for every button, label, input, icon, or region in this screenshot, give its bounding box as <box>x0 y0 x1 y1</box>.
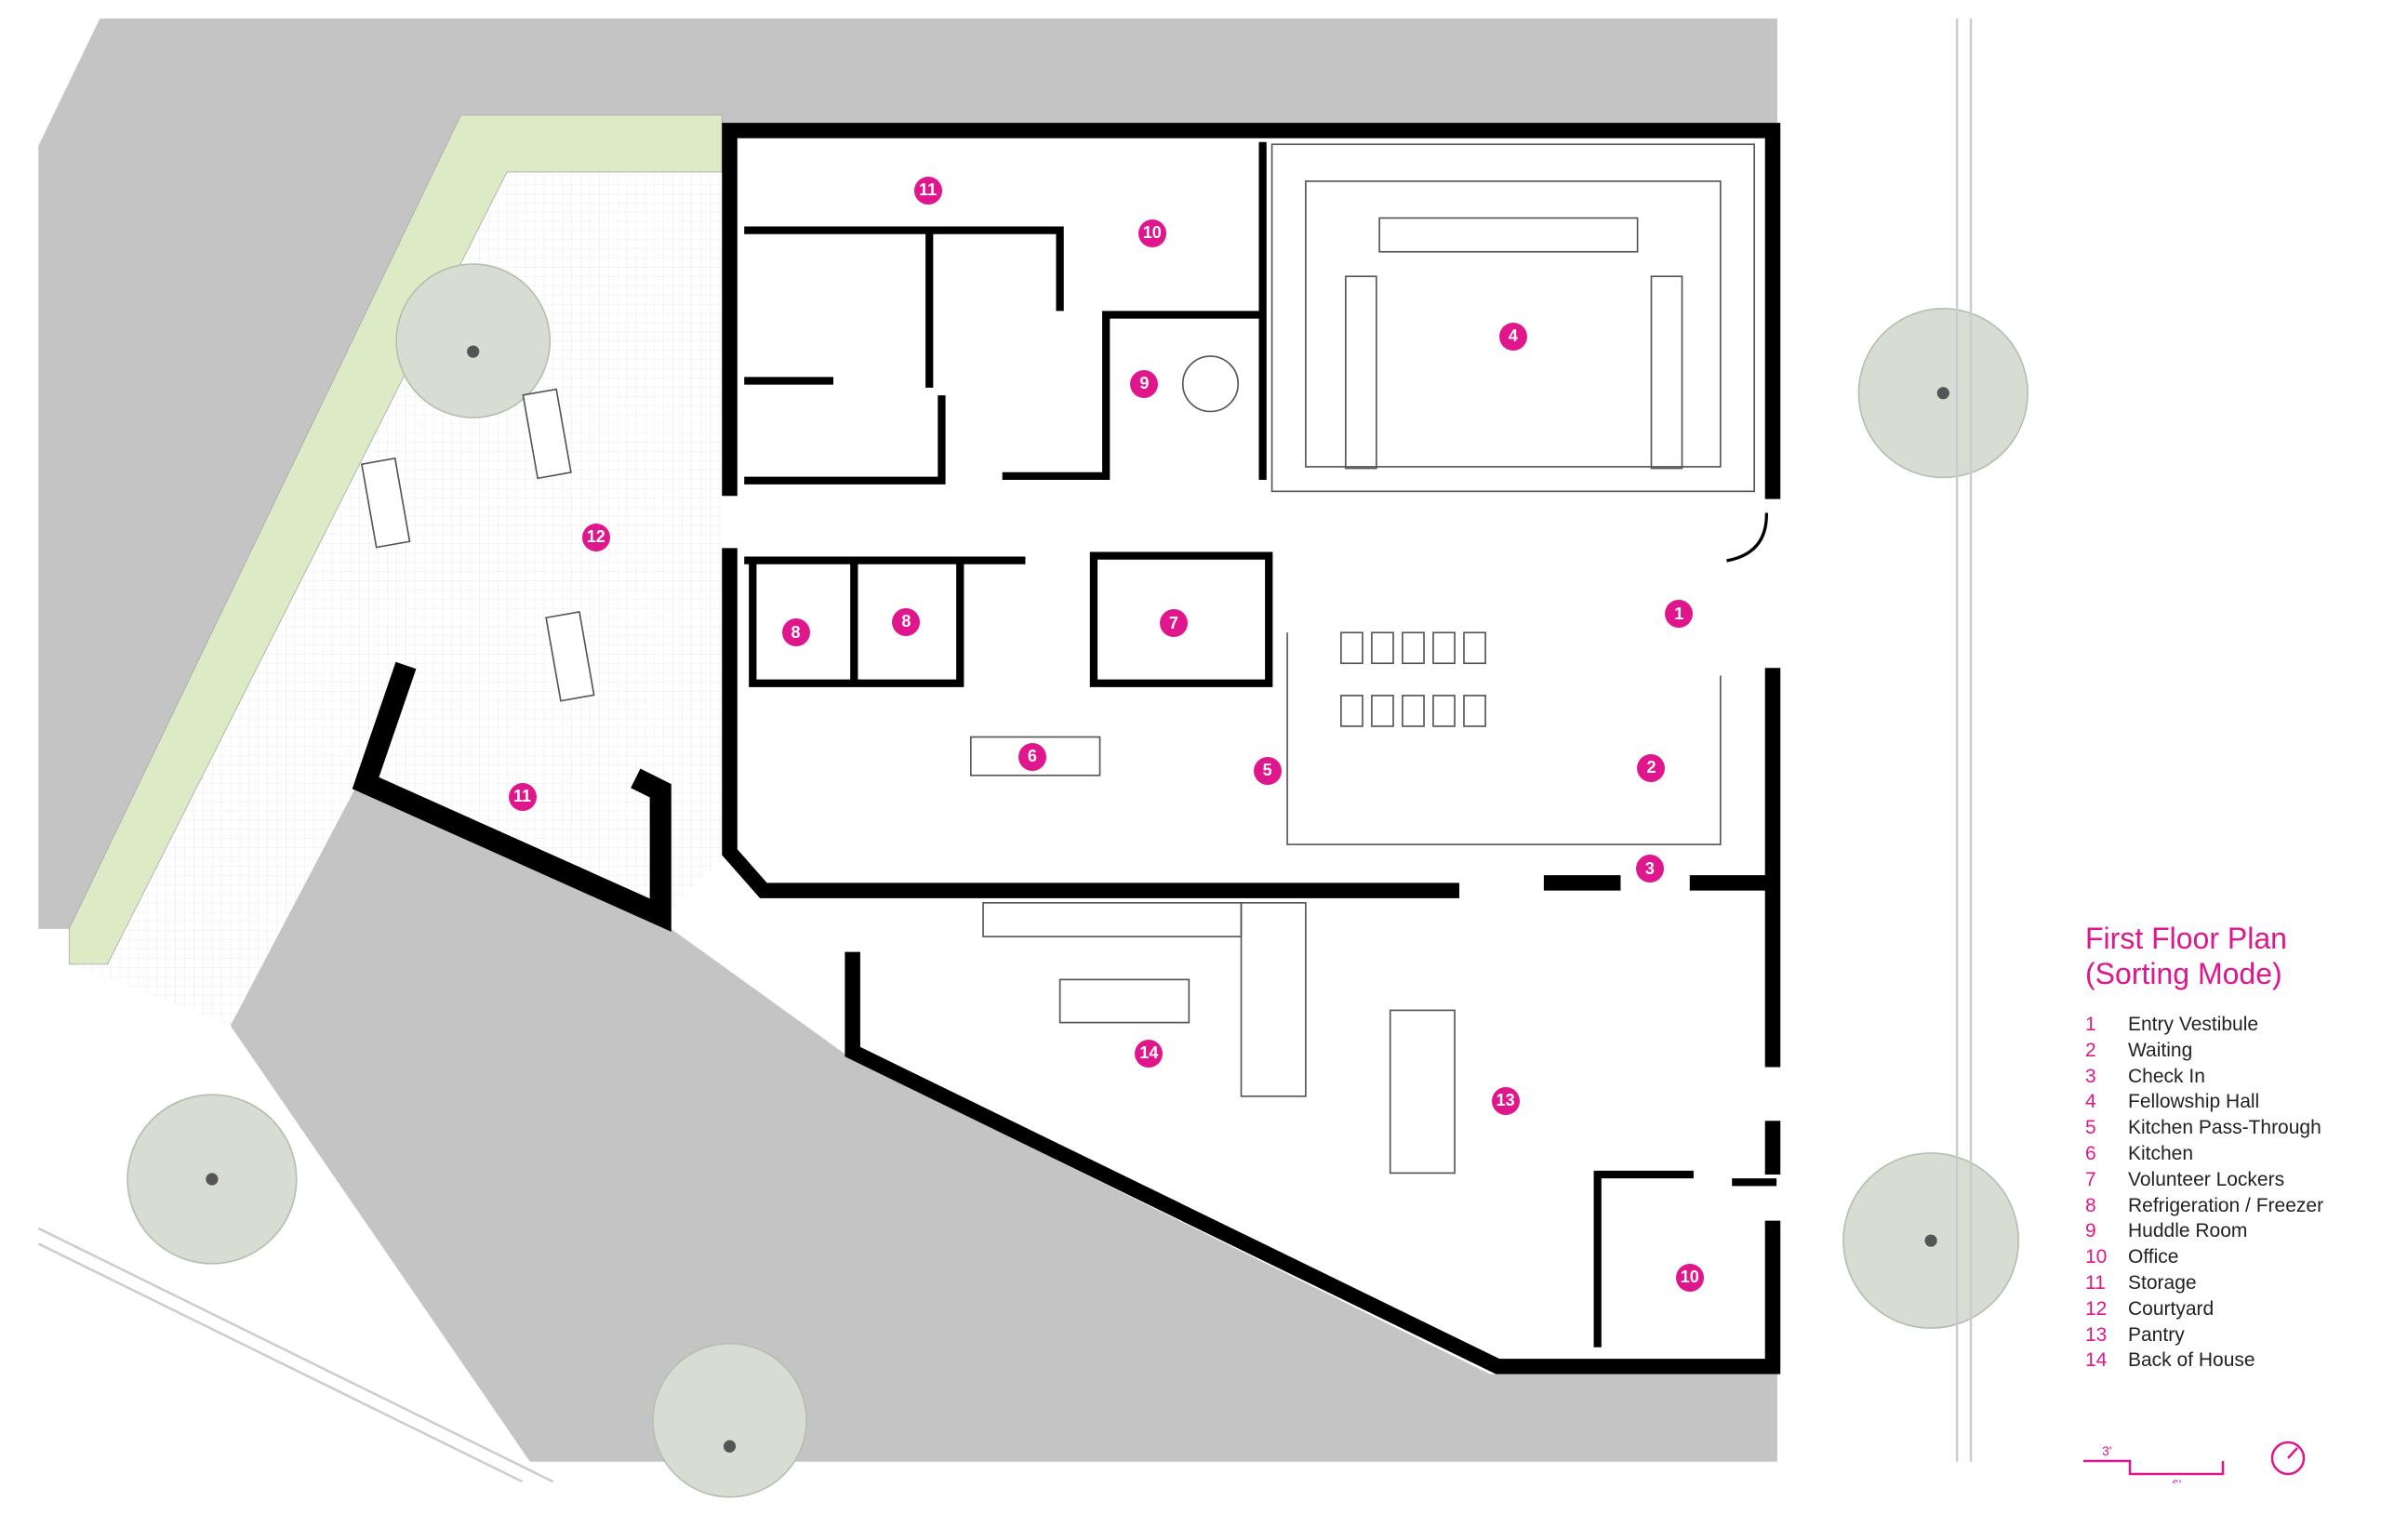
legend-label: Kitchen Pass-Through <box>2128 1117 2321 1139</box>
room-badge-8: 8 <box>781 618 810 647</box>
room-badge-11: 11 <box>508 782 537 811</box>
legend-list: 1 Entry Vestibule 2 Waiting 3 Check In 4 Fellow… <box>2085 1012 2323 1374</box>
room-badge-13: 13 <box>1491 1086 1520 1115</box>
site-gray-areas <box>38 18 1777 1462</box>
chairs <box>1181 355 1486 727</box>
scale-label-small: 3' <box>2102 1443 2111 1458</box>
legend-number: 10 <box>2085 1246 2108 1268</box>
room-badge-4: 4 <box>1498 322 1527 351</box>
legend-number: 9 <box>2085 1220 2096 1242</box>
room-badge-7: 7 <box>1159 609 1188 638</box>
legend-label: Fellowship Hall <box>2128 1091 2260 1113</box>
legend-item: 14 Back of House <box>2085 1348 2323 1374</box>
legend-item: 11 Storage <box>2085 1270 2323 1296</box>
room-badge-3: 3 <box>1635 855 1664 883</box>
walls <box>352 123 1781 1374</box>
legend-item: 3 Check In <box>2085 1064 2323 1090</box>
plan-title: First Floor Plan(Sorting Mode) <box>2085 921 2323 991</box>
courtyard <box>69 171 723 1026</box>
legend-item: 1 Entry Vestibule <box>2085 1012 2323 1038</box>
fellowship-outline <box>969 143 1755 1175</box>
room-badge-10: 10 <box>1137 219 1166 247</box>
courtyard-tables <box>360 388 595 702</box>
legend-item: 8 Refrigeration / Freezer <box>2085 1193 2323 1219</box>
legend: First Floor Plan(Sorting Mode) 1 Entry Ve… <box>2085 921 2323 1374</box>
room-badge-2: 2 <box>1637 753 1666 782</box>
lower-floor <box>852 902 1773 1344</box>
room-badge-8: 8 <box>892 607 921 636</box>
legend-label: Refrigeration / Freezer <box>2128 1194 2324 1216</box>
legend-number: 12 <box>2085 1297 2108 1320</box>
legend-number: 5 <box>2085 1117 2096 1139</box>
legend-number: 7 <box>2085 1168 2096 1190</box>
legend-label: Check In <box>2128 1065 2205 1087</box>
room-badge-5: 5 <box>1253 756 1282 785</box>
title-line-2: (Sorting Mode) <box>2085 957 2282 990</box>
legend-number: 14 <box>2085 1349 2108 1372</box>
room-badge-9: 9 <box>1130 369 1159 398</box>
legend-number: 6 <box>2085 1142 2096 1164</box>
legend-label: Pantry <box>2128 1323 2185 1346</box>
legend-label: Storage <box>2128 1271 2197 1294</box>
legend-number: 8 <box>2085 1194 2096 1216</box>
room-badge-10: 10 <box>1675 1263 1704 1292</box>
building-floor <box>734 135 1773 872</box>
legend-label: Waiting <box>2128 1039 2193 1061</box>
scale-label-large: 6' <box>2172 1477 2181 1483</box>
street-lines <box>37 18 1973 1483</box>
legend-number: 11 <box>2085 1271 2106 1294</box>
room-badge-1: 1 <box>1665 600 1694 629</box>
legend-item: 13 Pantry <box>2085 1322 2323 1348</box>
legend-item: 6 Kitchen <box>2085 1141 2323 1167</box>
legend-label: Huddle Room <box>2128 1220 2248 1242</box>
legend-item: 10 Office <box>2085 1244 2323 1270</box>
legend-label: Office <box>2128 1246 2179 1268</box>
room-badge-12: 12 <box>581 523 610 551</box>
legend-label: Volunteer Lockers <box>2128 1168 2285 1190</box>
legend-number: 2 <box>2085 1039 2096 1061</box>
legend-label: Courtyard <box>2128 1297 2215 1320</box>
legend-item: 5 Kitchen Pass-Through <box>2085 1115 2323 1141</box>
title-line-1: First Floor Plan <box>2085 922 2287 955</box>
trees <box>126 263 2029 1498</box>
legend-label: Entry Vestibule <box>2128 1014 2259 1035</box>
room-badge-11: 11 <box>913 176 942 205</box>
legend-item: 4 Fellowship Hall <box>2085 1089 2323 1115</box>
legend-item: 9 Huddle Room <box>2085 1218 2323 1244</box>
legend-item: 7 Volunteer Lockers <box>2085 1167 2323 1193</box>
legend-number: 1 <box>2085 1014 2096 1035</box>
room-badge-14: 14 <box>1135 1039 1164 1068</box>
legend-label: Back of House <box>2128 1349 2255 1372</box>
legend-number: 3 <box>2085 1065 2096 1087</box>
scale-bar: 3' 6' <box>2083 1443 2225 1483</box>
room-badge-6: 6 <box>1018 742 1046 771</box>
legend-number: 13 <box>2085 1323 2108 1346</box>
legend-item: 12 Courtyard <box>2085 1296 2323 1322</box>
legend-label: Kitchen <box>2128 1142 2194 1164</box>
legend-number: 4 <box>2085 1091 2096 1113</box>
north-arrow-icon <box>2270 1440 2306 1476</box>
legend-item: 2 Waiting <box>2085 1038 2323 1064</box>
